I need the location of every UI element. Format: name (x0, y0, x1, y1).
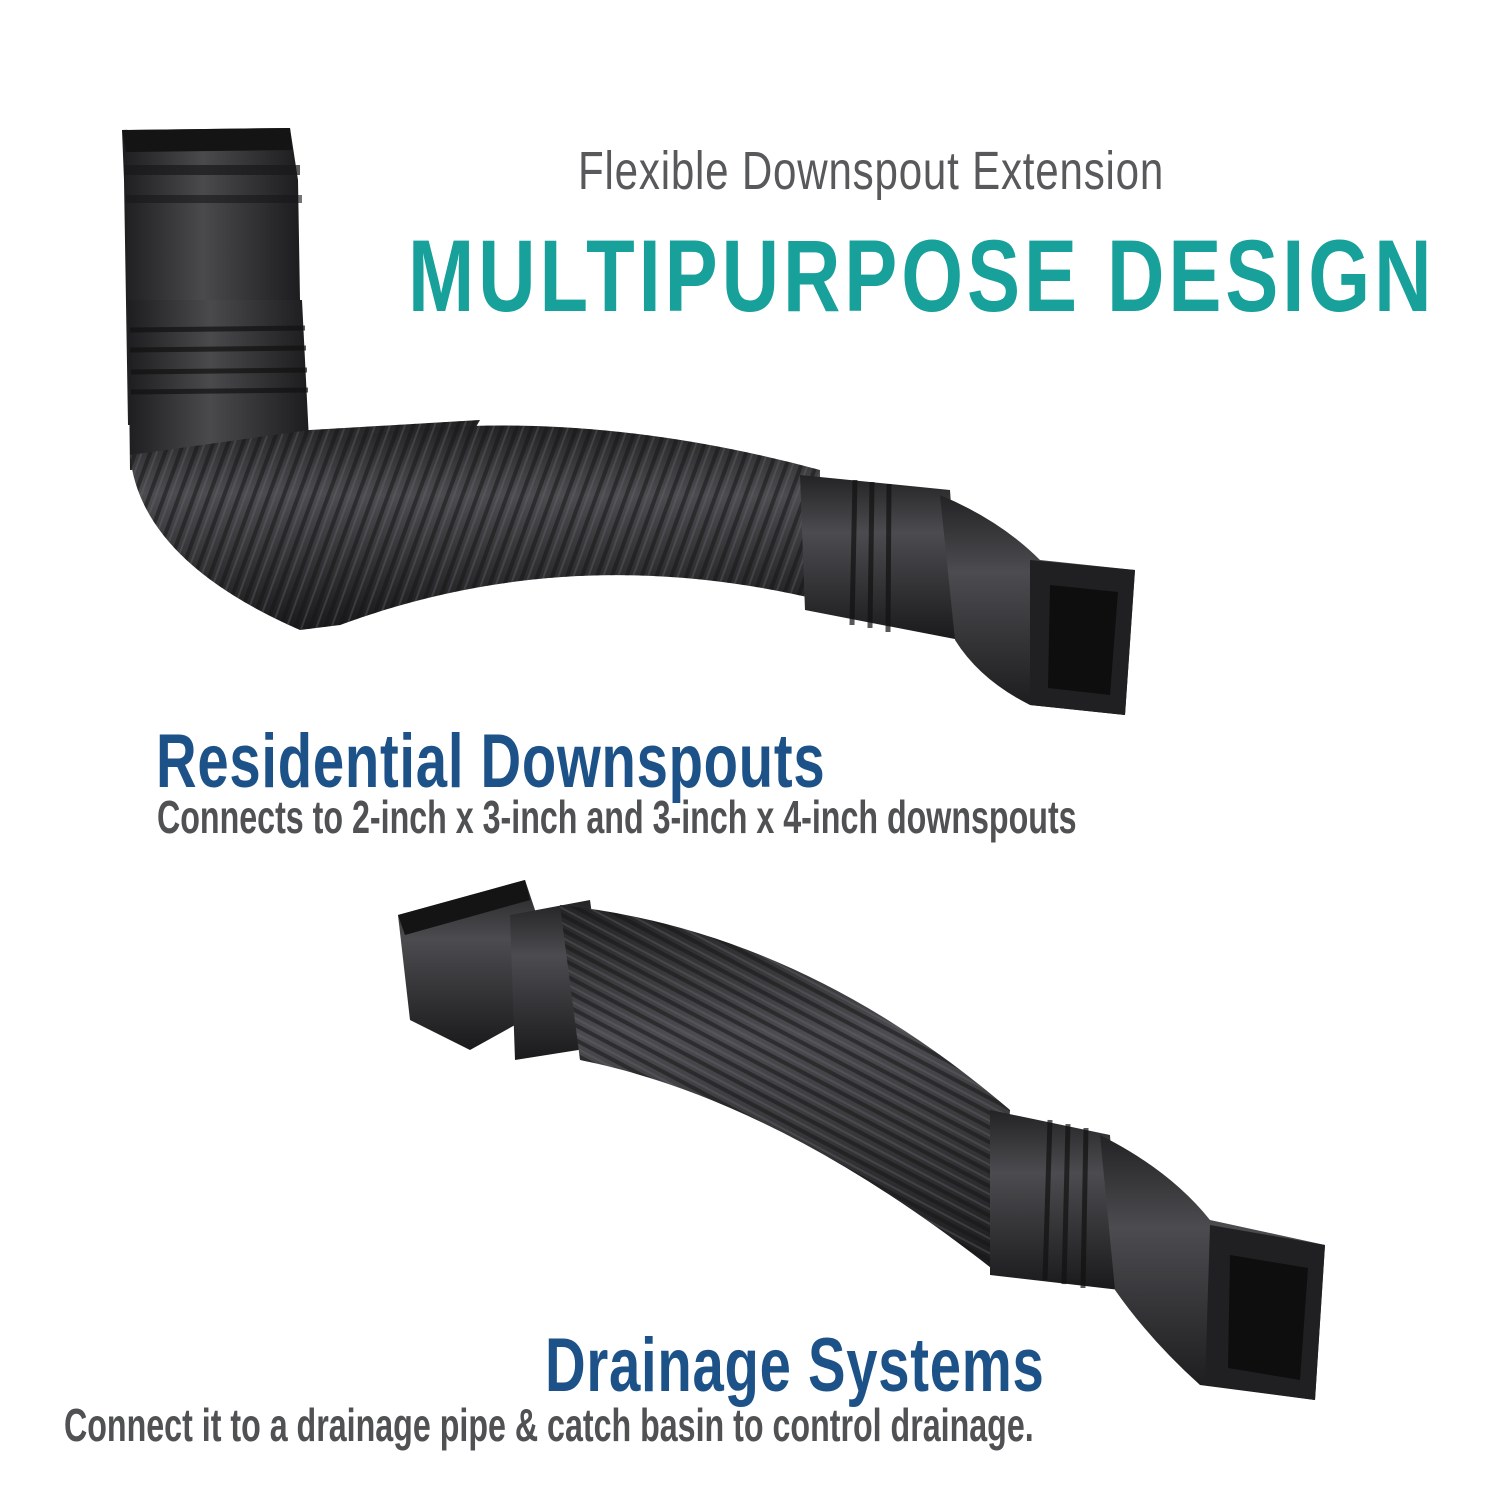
product-subtitle: Flexible Downspout Extension (578, 141, 1165, 201)
section-title-drainage: Drainage Systems (545, 1323, 1045, 1408)
section-description-residential: Connects to 2-inch x 3-inch and 3-inch x… (157, 791, 1077, 843)
headline: MULTIPURPOSE DESIGN (408, 219, 1436, 333)
section-description-drainage: Connect it to a drainage pipe & catch ba… (64, 1399, 1034, 1451)
straight-downspout-extension (398, 880, 1325, 1400)
section-title-residential: Residential Downspouts (156, 719, 826, 804)
bent-downspout-extension (122, 128, 1135, 715)
